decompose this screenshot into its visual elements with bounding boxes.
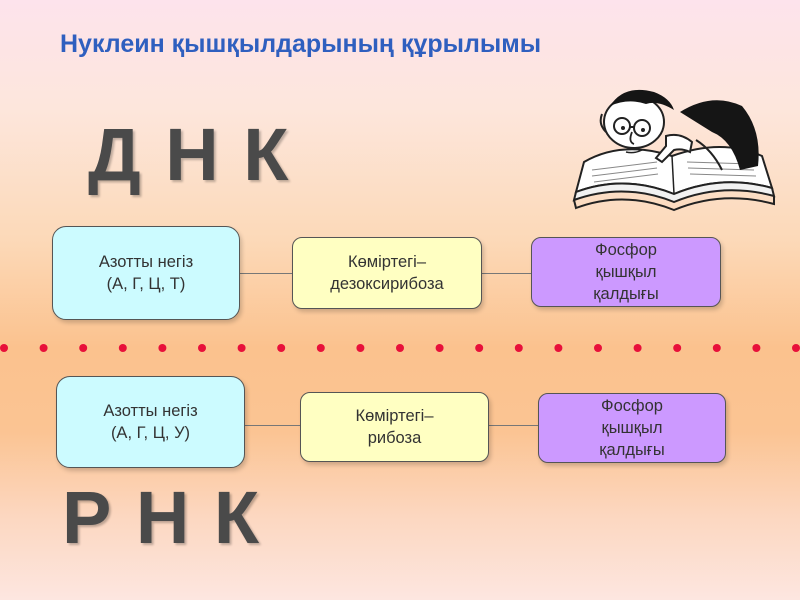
divider-dot: [475, 344, 484, 352]
rna-connector-2: [489, 425, 539, 426]
divider-dot: [435, 344, 444, 352]
divider-dot: [396, 344, 404, 352]
divider-dot: [277, 344, 286, 352]
dna-sugar-box: Көміртегі– дезоксирибоза: [292, 237, 482, 309]
rna-phosphate-line2: қышқыл: [601, 419, 663, 437]
dna-label: Д Н К: [88, 113, 291, 196]
dna-phosphate-box: Фосфор қышқыл қалдығы: [531, 237, 721, 307]
dna-sugar-line1: Көміртегі–: [347, 253, 426, 271]
page-title: Нуклеин қышқылдарының құрылымы: [60, 30, 542, 58]
rna-nitrogen-base-label: Азотты негіз: [103, 402, 198, 420]
divider-dot: [79, 344, 88, 352]
divider-dot: [554, 344, 563, 352]
divider-dot: [0, 344, 8, 352]
dna-nitrogen-base-box: Азотты негіз (А, Г, Ц, Т): [52, 226, 240, 320]
divider-dot: [792, 344, 800, 352]
divider-dot: [752, 344, 761, 352]
dna-phosphate-line3: қалдығы: [593, 285, 659, 303]
rna-phosphate-box: Фосфор қышқыл қалдығы: [538, 393, 726, 463]
rna-nitrogen-base-box: Азотты негіз (А, Г, Ц, У): [56, 376, 245, 468]
rna-sugar-box: Көміртегі– рибоза: [300, 392, 489, 462]
rna-label: Р Н К: [62, 476, 262, 559]
divider-dot: [594, 344, 602, 352]
rna-phosphate-line1: Фосфор: [601, 397, 663, 415]
rna-phosphate-line3: қалдығы: [599, 441, 665, 459]
dna-phosphate-line1: Фосфор: [595, 241, 657, 259]
divider-dot: [356, 344, 365, 352]
divider-dot: [712, 344, 721, 352]
dna-nitrogen-base-label: Азотты негіз: [98, 253, 194, 271]
rna-nitrogen-base-values: (А, Г, Ц, У): [110, 424, 191, 442]
rna-sugar-line1: Көміртегі–: [355, 407, 434, 425]
rna-connector-1: [245, 425, 301, 426]
professor-reading-book-icon: [572, 89, 776, 212]
divider-dot: [633, 344, 642, 352]
rna-sugar-line2: рибоза: [367, 429, 422, 447]
dna-connector-2: [480, 273, 532, 274]
divider-dot: [316, 344, 325, 352]
divider-dot: [39, 344, 48, 352]
dna-nitrogen-base-values: (А, Г, Ц, Т): [106, 275, 186, 293]
dna-sugar-line2: дезоксирибоза: [330, 275, 444, 293]
divider-dot: [673, 344, 682, 352]
divider-dot: [198, 344, 206, 352]
divider-dot: [514, 344, 523, 352]
divider-dot: [118, 344, 127, 352]
divider-dot: [158, 344, 167, 352]
dotted-divider: [0, 344, 800, 352]
dna-connector-1: [240, 273, 292, 274]
dna-phosphate-line2: қышқыл: [595, 263, 657, 281]
divider-dot: [237, 344, 246, 352]
